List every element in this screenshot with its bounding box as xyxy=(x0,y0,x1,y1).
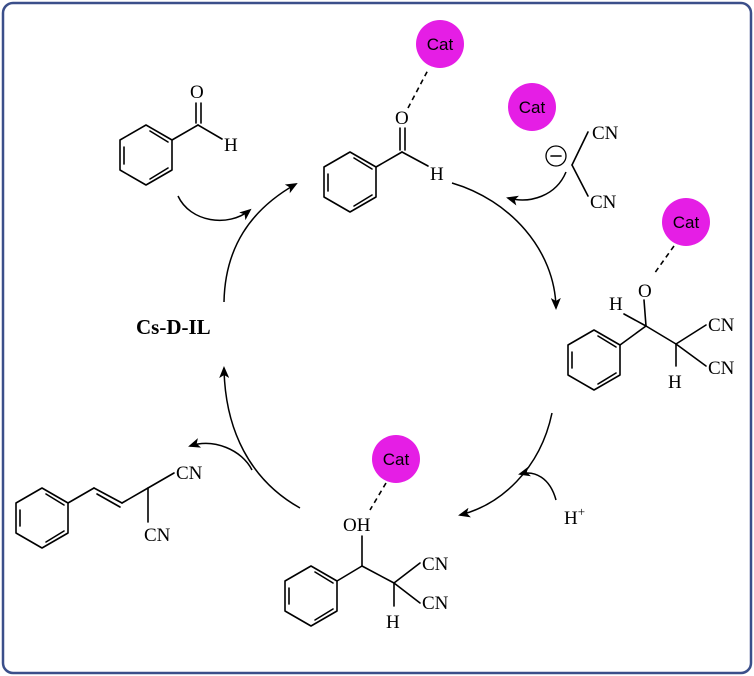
catalyst-name: Cs-D-IL xyxy=(136,315,211,339)
nitrile-label: CN xyxy=(144,525,171,546)
hydroxyl-label: OH xyxy=(343,515,371,536)
malononitrile-anion: Cat CN CN xyxy=(508,83,619,213)
atom-h: H xyxy=(609,294,623,315)
catalyst-circle xyxy=(416,20,464,68)
atom-h: H xyxy=(430,164,444,185)
atom-h: H xyxy=(224,135,238,156)
catalyst-label: Cat xyxy=(383,450,410,469)
atom-h: H xyxy=(386,612,400,633)
nitrile-label: CN xyxy=(592,123,619,144)
benzaldehyde-start: O H xyxy=(119,82,238,186)
arrow-substrate-entry xyxy=(177,195,252,222)
atom-h: H xyxy=(668,372,682,393)
catalyst-label: Cat xyxy=(519,98,546,117)
activated-benzaldehyde: O H Cat xyxy=(323,20,464,213)
proton-label: H+ xyxy=(564,504,585,529)
nitrile-label: CN xyxy=(708,358,735,379)
atom-o: O xyxy=(638,281,652,302)
arrow-cycle-right xyxy=(458,412,553,518)
nitrile-label: CN xyxy=(422,593,449,614)
arrow-cycle-top xyxy=(451,182,561,310)
catalyst-circle xyxy=(372,435,420,483)
arrow-cycle-bottom-left xyxy=(219,366,301,509)
negative-charge xyxy=(545,145,567,167)
nitrile-label: CN xyxy=(590,192,617,213)
proton: H+ xyxy=(564,504,585,529)
arrow-proton xyxy=(518,466,557,501)
nitrile-label: CN xyxy=(708,315,735,336)
benzylidene-malononitrile-product: CN CN xyxy=(15,463,203,549)
arrow-cycle-left xyxy=(223,183,298,303)
alcohol-intermediate: Cat OH CN CN H xyxy=(284,435,449,633)
atom-o: O xyxy=(395,108,409,129)
alkoxide-intermediate: Cat O H CN CN H xyxy=(567,198,735,393)
catalyst-circle xyxy=(508,83,556,131)
catalyst-label: Cat xyxy=(427,35,454,54)
nitrile-label: CN xyxy=(176,463,203,484)
catalyst-label: Cat xyxy=(673,213,700,232)
nitrile-label: CN xyxy=(422,554,449,575)
atom-o: O xyxy=(190,82,204,103)
arrow-product-release xyxy=(188,438,253,471)
arrow-anion-attack xyxy=(506,171,567,206)
catalyst-circle xyxy=(662,198,710,246)
